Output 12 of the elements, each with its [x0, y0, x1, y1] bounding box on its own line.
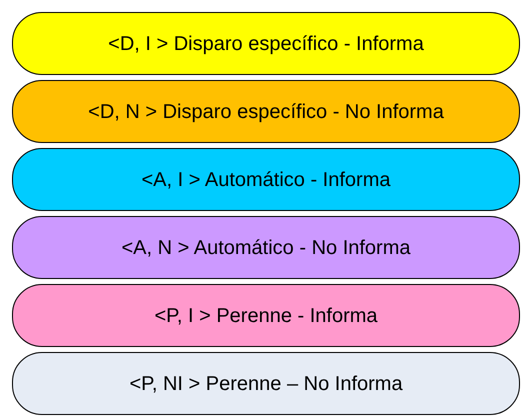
rounded-band: [12, 148, 520, 211]
band-label: <D, N > Disparo específico - No Informa: [88, 100, 444, 124]
band-label: <D, I > Disparo específico - Informa: [108, 32, 424, 56]
band-label: <A, I > Automático - Informa: [141, 168, 390, 192]
band-label: <A, N > Automático - No Informa: [121, 236, 410, 260]
rounded-band: [12, 216, 520, 279]
rounded-band: [12, 284, 520, 347]
rounded-band: [12, 80, 520, 143]
rounded-band: [12, 352, 520, 415]
rounded-band: [12, 12, 520, 75]
band-label: <P, I > Perenne - Informa: [154, 304, 378, 328]
band-label: <P, NI > Perenne – No Informa: [129, 372, 403, 396]
